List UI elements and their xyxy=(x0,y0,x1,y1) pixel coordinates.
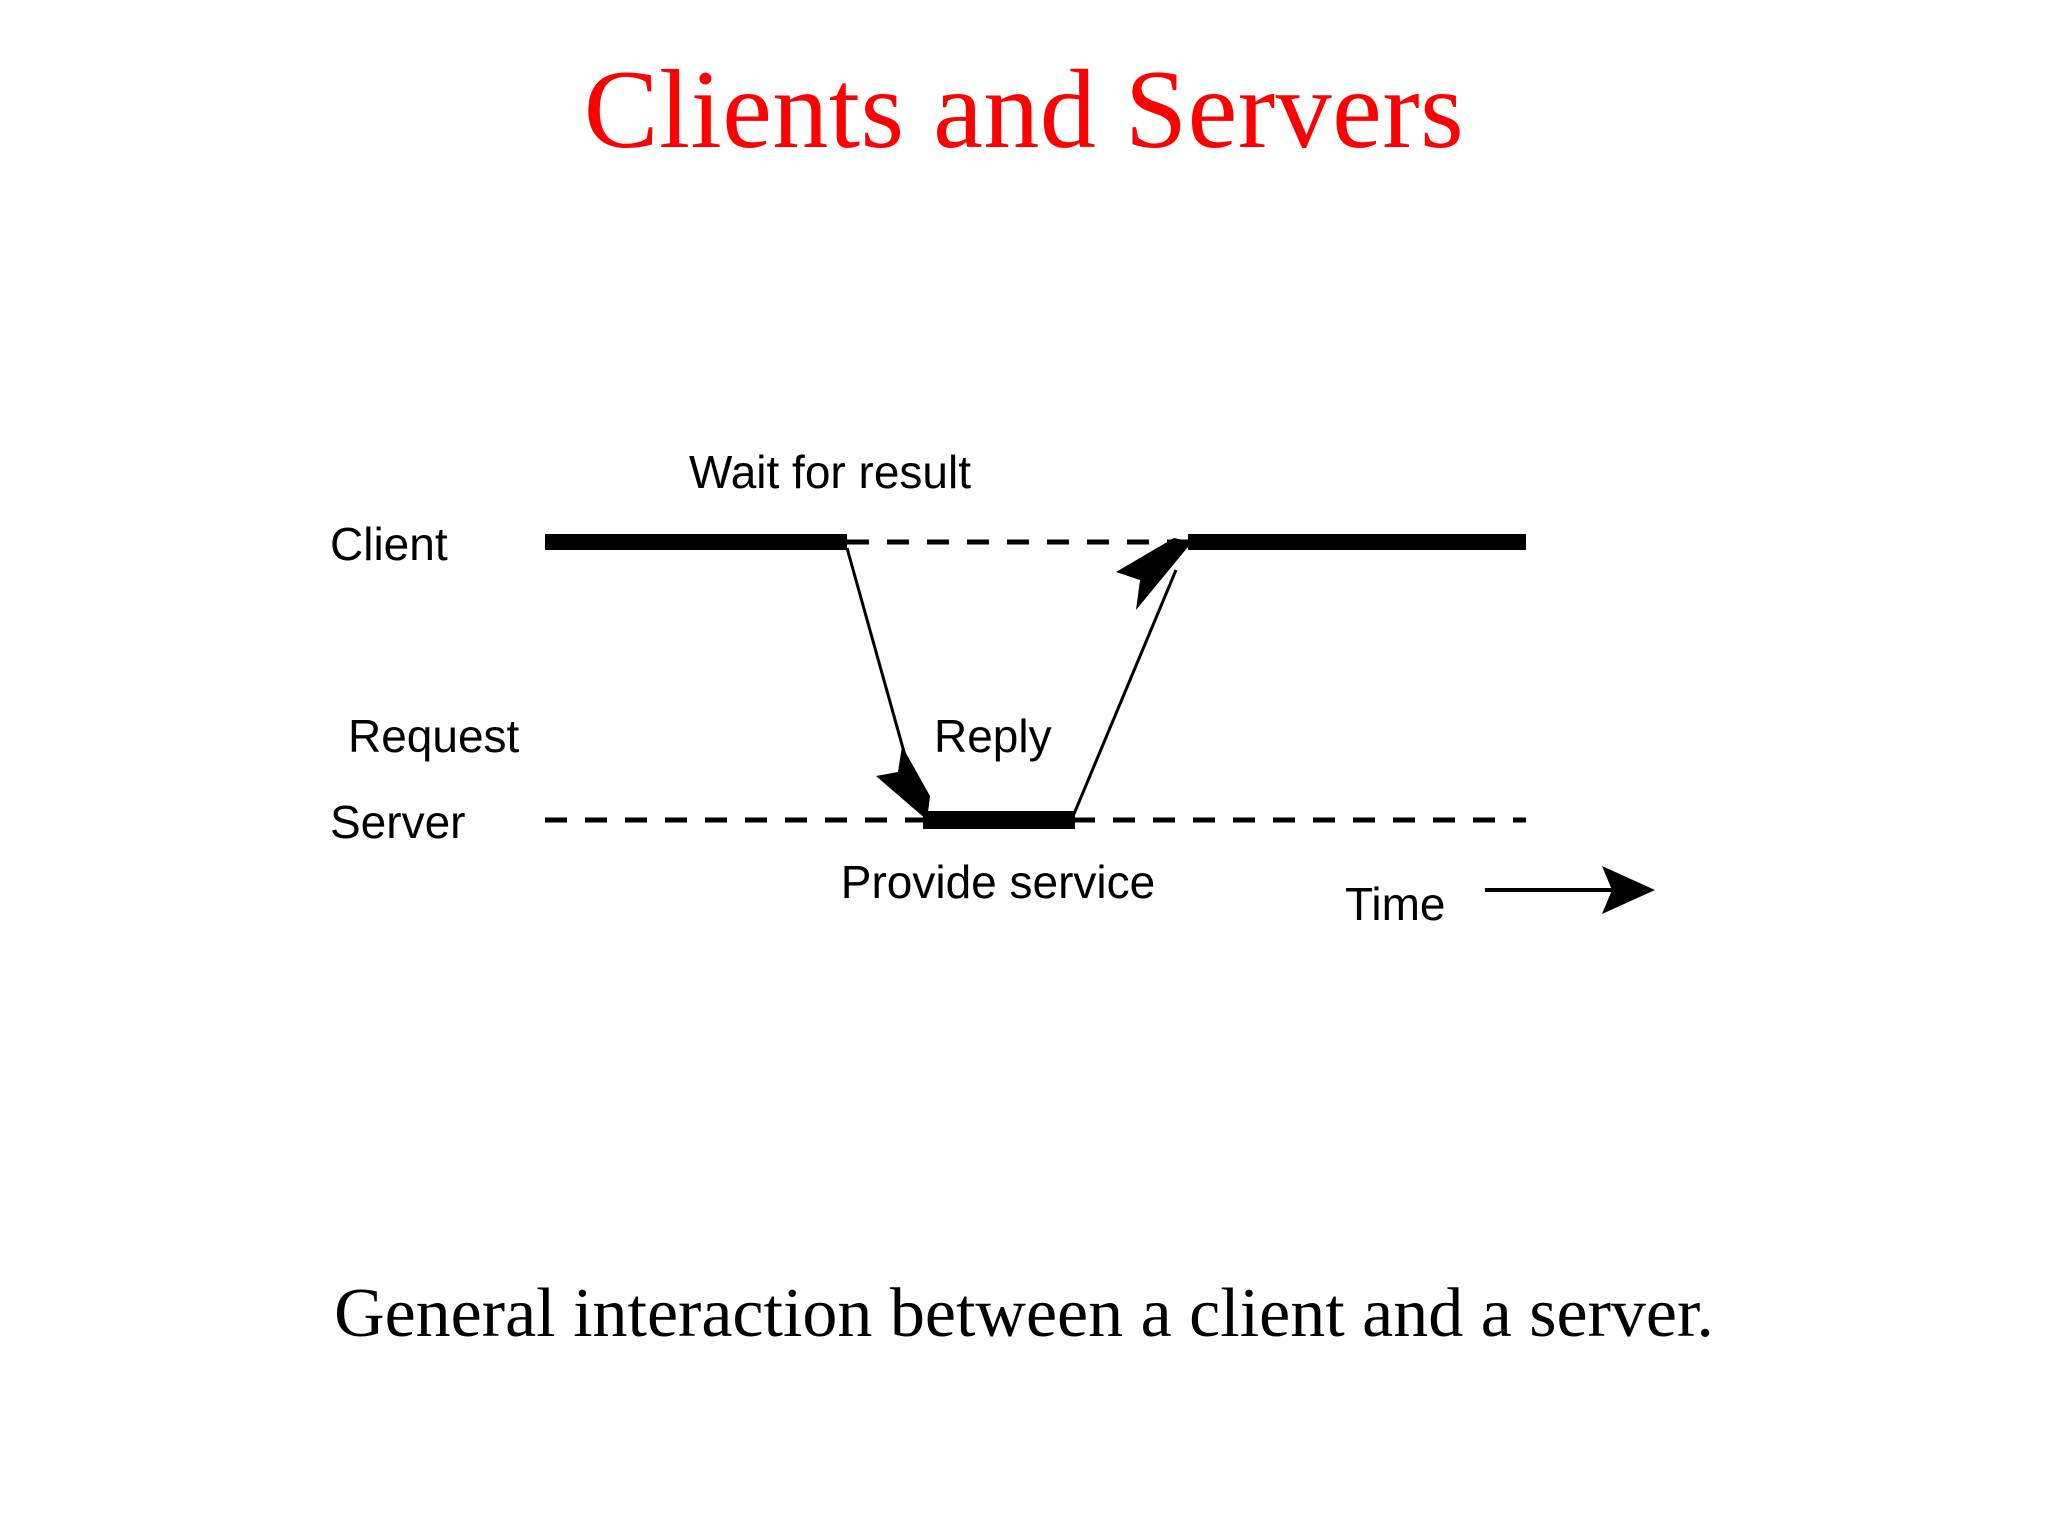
time-axis-label: Time xyxy=(1345,878,1446,930)
request-arrowhead-icon xyxy=(876,746,930,820)
page-title: Clients and Servers xyxy=(583,48,1465,172)
client-actor-label: Client xyxy=(330,518,448,570)
wait-for-result-label: Wait for result xyxy=(689,446,971,498)
reply-message-label: Reply xyxy=(934,710,1052,762)
provide-service-label: Provide service xyxy=(841,856,1155,908)
reply-arrow-line xyxy=(1072,569,1178,815)
sequence-diagram: Client Wait for result Server Provide se… xyxy=(330,420,1750,980)
time-axis-arrowhead-icon xyxy=(1602,866,1655,914)
reply-arrowhead-icon xyxy=(1116,538,1192,610)
server-actor-label: Server xyxy=(330,796,465,848)
request-message-label: Request xyxy=(348,710,520,762)
slide-caption: General interaction between a client and… xyxy=(334,1275,1714,1352)
sequence-diagram-canvas: Client Wait for result Server Provide se… xyxy=(330,446,1655,930)
